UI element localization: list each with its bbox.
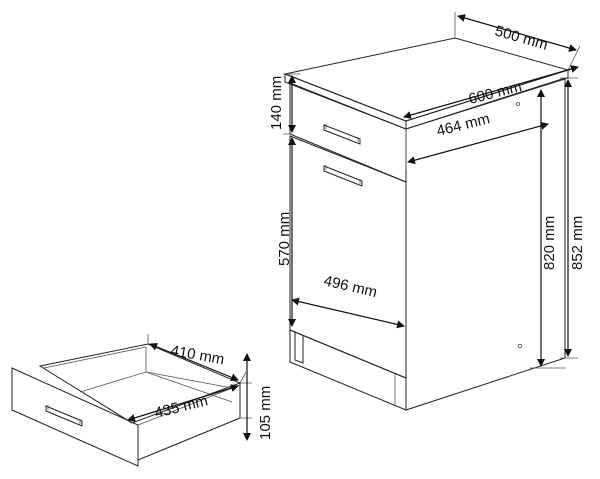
label-door-height: 570 mm [276,212,293,266]
cabinet-dimension-lines [283,12,581,369]
drawer-dimension-lines [127,334,252,441]
label-total-height: 852 mm [569,216,586,270]
label-cabinet-depth: 500 mm [493,23,550,54]
drawer-side-right [137,383,241,461]
label-inner-width: 464 mm [435,110,492,140]
cabinet-leg [294,332,304,364]
drawer-front-panel [11,367,139,467]
countertop-top [283,37,570,122]
countertop-front [284,73,407,130]
door-handle [323,165,363,187]
label-drawer-inner-width: 435 mm [153,392,210,422]
label-body-height: 820 mm [541,216,558,270]
label-cabinet-width: 600 mm [467,78,524,108]
drawer-handle [45,405,83,427]
cabinet [283,37,570,411]
label-door-width: 496 mm [322,272,379,301]
cabinet-door [289,135,407,379]
hinge-hole [518,343,523,348]
drawer-front [289,82,407,183]
cabinet-plinth [289,329,407,411]
hinge-hole [516,102,521,107]
drawer-handle [323,124,361,145]
label-drawer-height: 105 mm [257,386,274,440]
label-drawer-front-height: 140 mm [268,76,285,130]
